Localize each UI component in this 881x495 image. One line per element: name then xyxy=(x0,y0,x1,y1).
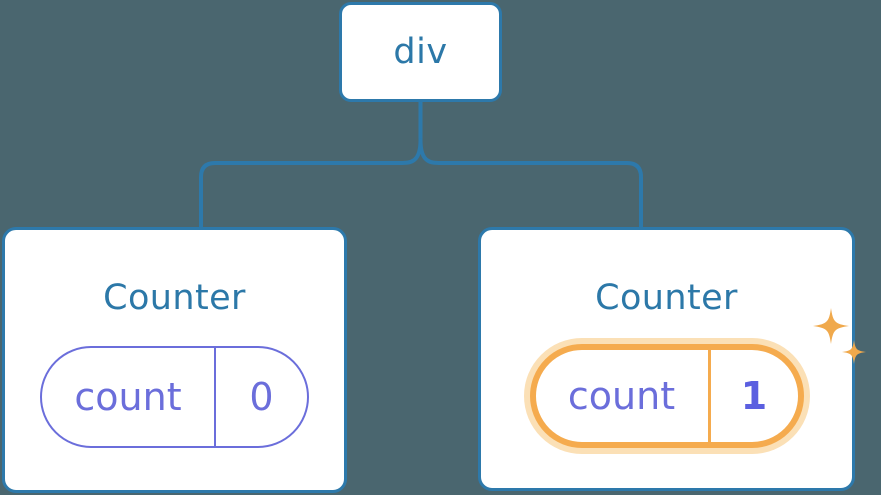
sparkle-large xyxy=(812,308,849,344)
state-key: count xyxy=(567,374,676,418)
root-node-label: div xyxy=(393,31,448,72)
state-pill-highlighted[interactable]: count 1 xyxy=(523,338,810,454)
state-pill-wrapper-highlighted: count 1 xyxy=(523,308,866,454)
state-value: 0 xyxy=(214,348,307,446)
connector-branch-right xyxy=(418,138,643,229)
state-pill[interactable]: count 0 xyxy=(40,346,309,448)
state-pill-inner: count 1 xyxy=(529,344,804,448)
sparkle-small xyxy=(841,340,866,364)
component-card-counter-right[interactable]: Counter count 1 xyxy=(478,227,866,491)
root-node-div[interactable]: div xyxy=(339,2,502,102)
component-card-counter-left[interactable]: Counter count 0 xyxy=(2,227,347,493)
component-title: Counter xyxy=(103,278,246,318)
state-value: 1 xyxy=(707,350,798,442)
sparkles-icon xyxy=(812,308,866,364)
component-title: Counter xyxy=(595,278,738,318)
state-pill-wrapper: count 0 xyxy=(40,346,309,448)
connector-branch-left xyxy=(199,138,423,229)
state-key: count xyxy=(74,375,182,419)
